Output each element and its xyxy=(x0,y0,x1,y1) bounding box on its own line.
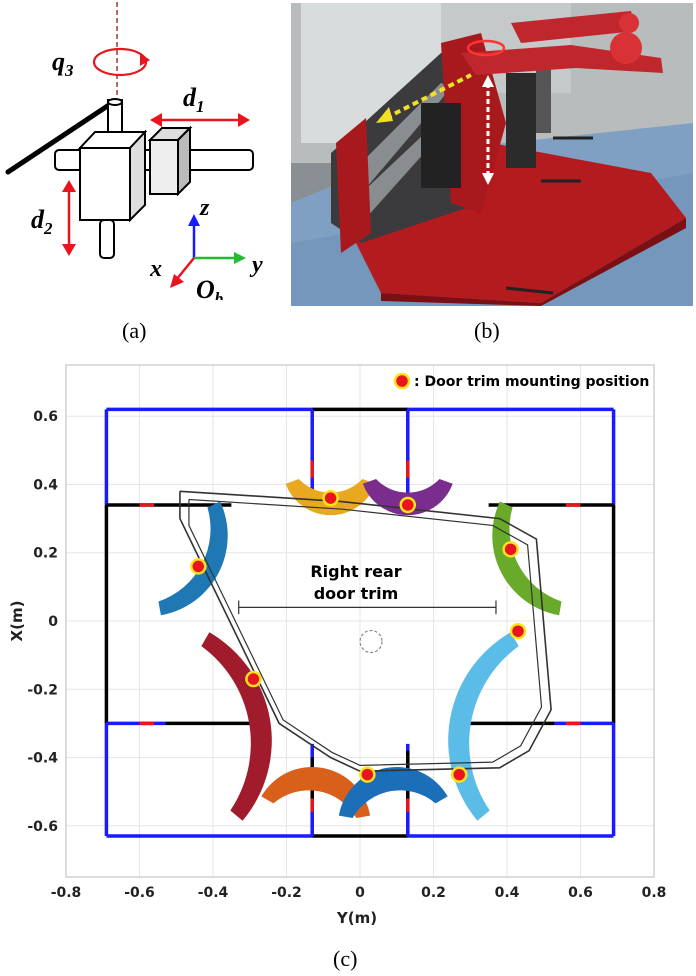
y-tick-label: 0.2 xyxy=(33,546,58,562)
x-tick-label: -0.6 xyxy=(124,885,155,901)
panel-a-label: (a) xyxy=(122,318,147,343)
arc-bottom-center xyxy=(338,767,448,819)
y-tick-label: -0.2 xyxy=(27,682,58,698)
y-tick-label: -0.6 xyxy=(27,819,58,835)
rotation-arrow-icon xyxy=(92,47,148,77)
d1-label: d1 xyxy=(183,83,205,116)
arc-left-lower xyxy=(201,632,272,821)
y-tick-label: 0 xyxy=(48,614,58,630)
x-tick-label: 0.2 xyxy=(421,885,446,901)
mounting-marker xyxy=(245,670,262,688)
x-tick-label: -0.8 xyxy=(51,885,82,901)
mounting-marker xyxy=(509,622,527,640)
axis-ticks: -0.8 -0.6 -0.4 -0.2 0 0.2 0.4 0.6 0.8 0.6 0.4 0.2 0 -… xyxy=(27,409,666,901)
rotation-arrowhead-icon xyxy=(140,53,150,66)
door-label-line2: door trim xyxy=(314,584,399,603)
mounting-marker xyxy=(322,489,339,507)
z-arrowhead-icon xyxy=(188,214,200,226)
y-arrowhead-icon xyxy=(234,252,246,264)
rotation-indicator-icon xyxy=(466,39,506,57)
door-outline-outer xyxy=(179,490,552,772)
x-arrowhead-icon xyxy=(170,274,184,288)
x-tick-label: 0 xyxy=(355,885,365,901)
d2-label: d2 xyxy=(31,205,53,238)
main-block-side xyxy=(129,129,146,223)
z-label: z xyxy=(199,195,210,221)
origin-label: Ob xyxy=(196,275,223,300)
mounting-marker xyxy=(190,558,207,575)
x-tick-label: -0.2 xyxy=(271,885,302,901)
x-tick-label: -0.4 xyxy=(198,885,229,901)
panel-c-label: (c) xyxy=(333,946,358,971)
yellow-motion-arrow-icon xyxy=(385,73,472,120)
main-block-front xyxy=(79,147,131,221)
arc-right-upper xyxy=(492,501,562,616)
plot-axes-box xyxy=(65,364,655,878)
arm-bar xyxy=(5,100,115,175)
d2-arrowhead-down-icon xyxy=(62,244,76,256)
carriage-block-front xyxy=(149,139,179,195)
panel-b-label: (b) xyxy=(474,318,500,343)
x-tick-label: 0.8 xyxy=(642,885,667,901)
y-tick-label: 0.4 xyxy=(33,477,58,493)
workspace-plot: -0.8 -0.6 -0.4 -0.2 0 0.2 0.4 0.6 0.8 0.6 0.4 0.2 0 -… xyxy=(8,364,666,927)
x-axis-label: Y(m) xyxy=(336,909,377,927)
carriage-block-side xyxy=(177,125,191,197)
motor-left xyxy=(421,103,461,188)
shaft-bottom xyxy=(99,219,115,259)
mounting-marker xyxy=(399,496,417,514)
x-tick-label: 0.4 xyxy=(495,885,520,901)
door-center-circle xyxy=(359,629,383,654)
x-tick-label: 0.6 xyxy=(568,885,593,901)
q3-label: q3 xyxy=(52,47,74,80)
robot-photo xyxy=(291,3,693,306)
door-label-line1: Right rear xyxy=(310,562,401,581)
door-outline-inner xyxy=(188,498,543,766)
mounting-marker xyxy=(502,541,519,558)
y-tick-label: -0.4 xyxy=(27,751,58,767)
door-trim-outline xyxy=(179,490,552,772)
mounting-markers xyxy=(190,489,527,783)
arc-bottom-left xyxy=(261,767,371,819)
legend-text: : Door trim mounting position xyxy=(414,374,649,390)
legend-marker-icon xyxy=(393,372,411,390)
d1-arrowhead-right-icon xyxy=(238,113,250,127)
x-label: x xyxy=(149,256,162,282)
y-axis-label: X(m) xyxy=(8,601,26,642)
mounting-marker xyxy=(450,766,468,783)
arc-right-lower xyxy=(448,632,519,821)
d1-arrowhead-left-icon xyxy=(150,113,162,127)
d2-arrowhead-up-icon xyxy=(62,180,76,192)
mounting-marker xyxy=(359,766,376,783)
y-tick-label: 0.6 xyxy=(33,409,58,425)
y-label: y xyxy=(249,252,263,278)
shaft-cap xyxy=(107,98,123,106)
arc-left-upper xyxy=(158,501,228,616)
panel-a-diagram: q3 d1 d2 z y x Ob xyxy=(5,2,263,300)
x-axis-icon xyxy=(175,257,195,281)
